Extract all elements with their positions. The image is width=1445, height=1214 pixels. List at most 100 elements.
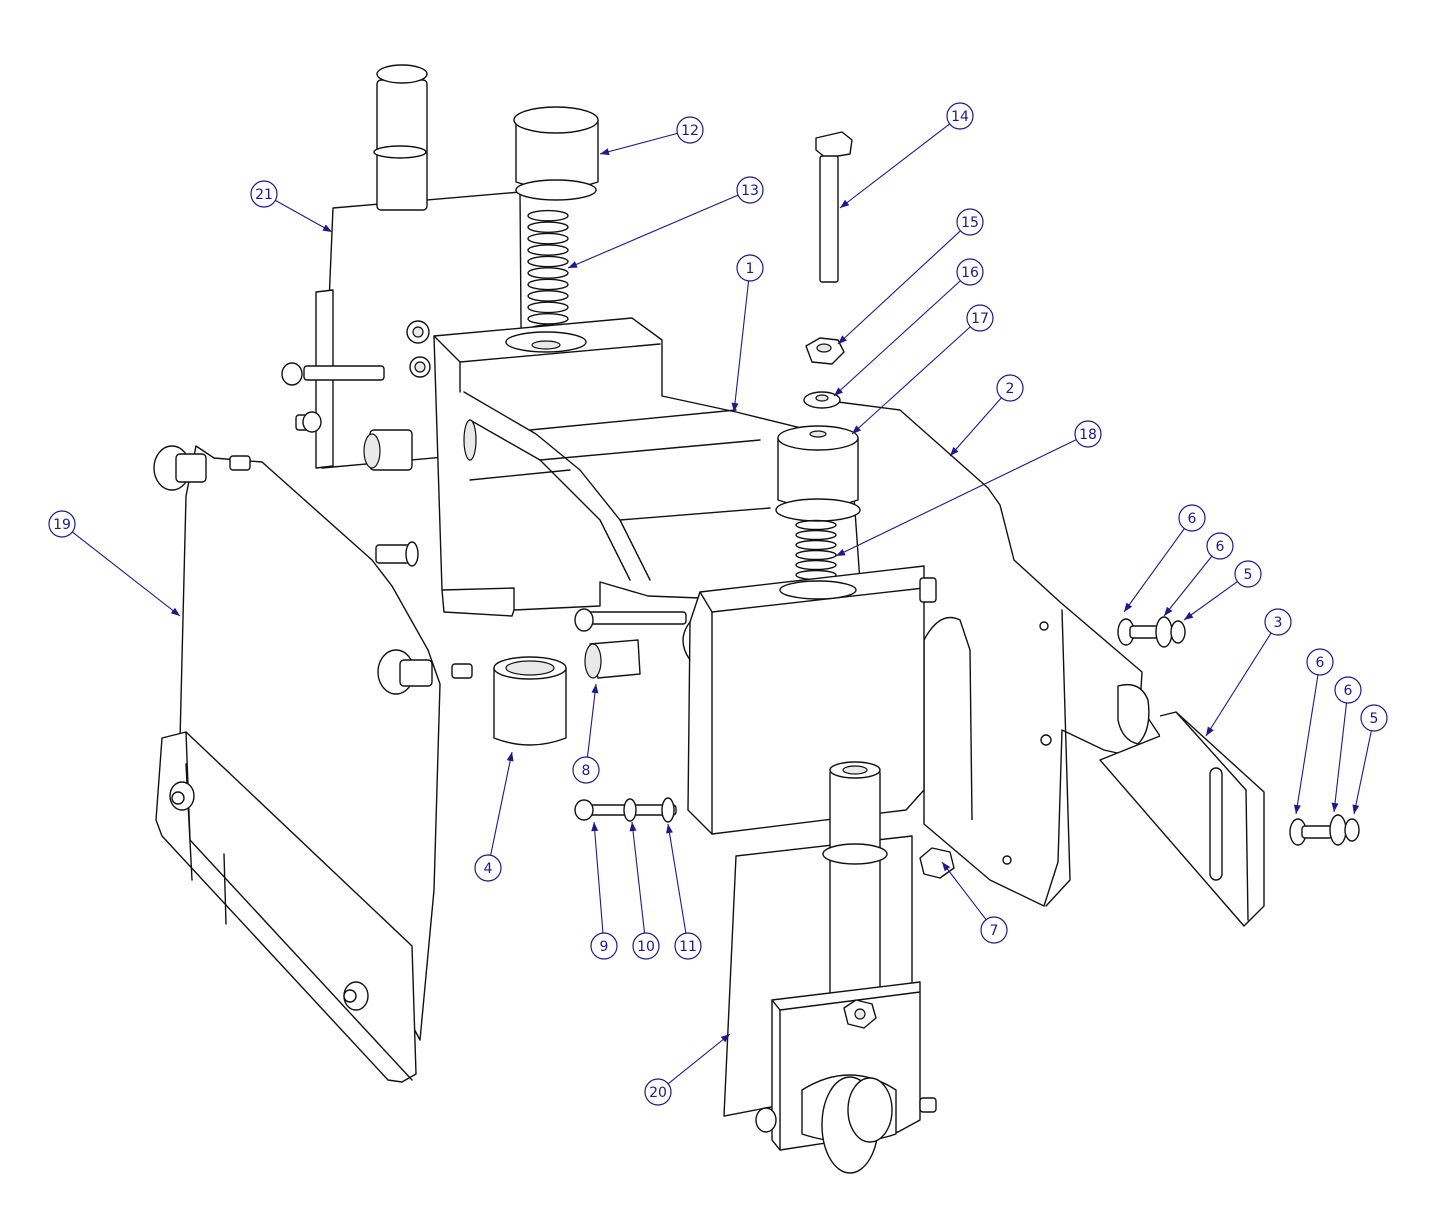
leader-arrowhead — [720, 1034, 730, 1043]
callout-balloon: 15 — [956, 208, 984, 236]
leader-arrowhead — [506, 752, 514, 762]
leader-arrowhead — [666, 824, 673, 834]
balloon-label: 9 — [600, 939, 609, 955]
balloon-circle — [590, 932, 618, 960]
callout-balloon: 5 — [1360, 704, 1388, 732]
balloon-circle — [1074, 420, 1102, 448]
leader-line — [1123, 528, 1185, 613]
leader-arrowhead — [1331, 802, 1339, 812]
balloon-label: 14 — [951, 109, 969, 125]
balloon-label: 5 — [1370, 711, 1379, 727]
balloon-label: 16 — [961, 265, 979, 281]
spring-coil — [527, 312, 569, 325]
leader-arrowhead — [838, 335, 847, 344]
leader-arrowhead — [1352, 804, 1360, 814]
part-1-main-body — [406, 317, 861, 617]
part-2-right-plate — [837, 401, 1161, 907]
callout-c5b: 5 — [1352, 704, 1388, 815]
leader-arrowhead — [834, 387, 844, 396]
balloon-circle — [946, 102, 974, 130]
balloon-circle — [956, 208, 984, 236]
callout-c15: 15 — [837, 208, 984, 345]
balloon-label: 8 — [582, 763, 591, 779]
balloon-label: 7 — [990, 923, 999, 939]
balloon-circle — [572, 756, 600, 784]
callout-c13: 13 — [567, 176, 764, 269]
balloon-label: 11 — [679, 939, 697, 955]
leader-line — [1353, 730, 1372, 815]
callout-c6d: 6 — [1331, 676, 1362, 813]
balloon-circle — [674, 932, 702, 960]
balloon-label: 6 — [1188, 511, 1197, 527]
callout-balloon: 11 — [674, 932, 702, 960]
callout-balloon: 8 — [572, 756, 600, 784]
callout-balloon: 14 — [946, 102, 974, 130]
part-15-nut — [805, 337, 845, 365]
spring-coil — [527, 278, 569, 291]
fastener-stack-upper — [1117, 616, 1186, 648]
balloon-label: 3 — [1274, 615, 1283, 631]
balloon-label: 6 — [1316, 655, 1325, 671]
part-12-top-cap — [513, 106, 599, 201]
callout-balloon: 5 — [1234, 560, 1262, 588]
balloon-label: 15 — [961, 215, 979, 231]
leader-line — [1183, 581, 1238, 621]
leader-line — [275, 199, 333, 233]
spring-coil — [795, 519, 837, 531]
leader-line — [599, 132, 678, 155]
balloon-circle — [966, 304, 994, 332]
balloon-label: 17 — [971, 311, 989, 327]
balloon-label: 21 — [255, 187, 273, 203]
callout-c6b: 6 — [1163, 532, 1234, 617]
callout-balloon: 7 — [980, 916, 1008, 944]
spring-coil — [527, 221, 569, 234]
leader-arrowhead — [840, 199, 850, 208]
callout-c11: 11 — [666, 823, 702, 960]
leader-line — [1295, 674, 1319, 815]
balloon-label: 4 — [484, 861, 493, 877]
balloon-circle — [474, 854, 502, 882]
leader-line — [490, 751, 513, 856]
spring-coil — [527, 209, 569, 222]
balloon-label: 6 — [1216, 539, 1225, 555]
spring-coil — [527, 232, 569, 245]
balloon-label: 2 — [1006, 381, 1015, 397]
leader-line — [949, 397, 1002, 457]
callout-c3: 3 — [1205, 608, 1292, 737]
callout-balloon: 12 — [676, 116, 704, 144]
callout-c5a: 5 — [1183, 560, 1262, 621]
part-13-spring — [527, 209, 569, 337]
leader-arrowhead — [1164, 606, 1173, 616]
leader-arrowhead — [629, 822, 637, 832]
callout-balloon: 4 — [474, 854, 502, 882]
callout-c6c: 6 — [1293, 648, 1334, 815]
callout-balloon: 9 — [590, 932, 618, 960]
spring-coil — [795, 549, 837, 561]
spring-coil — [527, 267, 569, 279]
balloon-label: 6 — [1344, 683, 1353, 699]
leader-arrowhead — [950, 446, 959, 456]
callout-balloon: 21 — [250, 180, 278, 208]
callout-c6a: 6 — [1123, 504, 1206, 613]
callout-balloon: 16 — [956, 258, 984, 286]
balloon-label: 5 — [1244, 567, 1253, 583]
leader-line — [1333, 702, 1348, 813]
callout-balloon: 2 — [996, 374, 1024, 402]
spring-coil — [527, 290, 569, 302]
balloon-label: 1 — [746, 261, 755, 277]
leader-arrowhead — [1206, 726, 1214, 736]
balloon-circle — [1178, 504, 1206, 532]
leader-line — [631, 821, 646, 934]
leader-arrowhead — [591, 822, 599, 832]
balloon-label: 13 — [741, 183, 759, 199]
leader-line — [567, 194, 739, 269]
balloon-circle — [1306, 648, 1334, 676]
spring-coil — [795, 539, 837, 551]
callout-balloon: 18 — [1074, 420, 1102, 448]
leader-line — [837, 230, 961, 345]
leader-line — [835, 439, 1077, 557]
callout-c9: 9 — [590, 821, 618, 960]
callout-balloon: 10 — [632, 932, 660, 960]
